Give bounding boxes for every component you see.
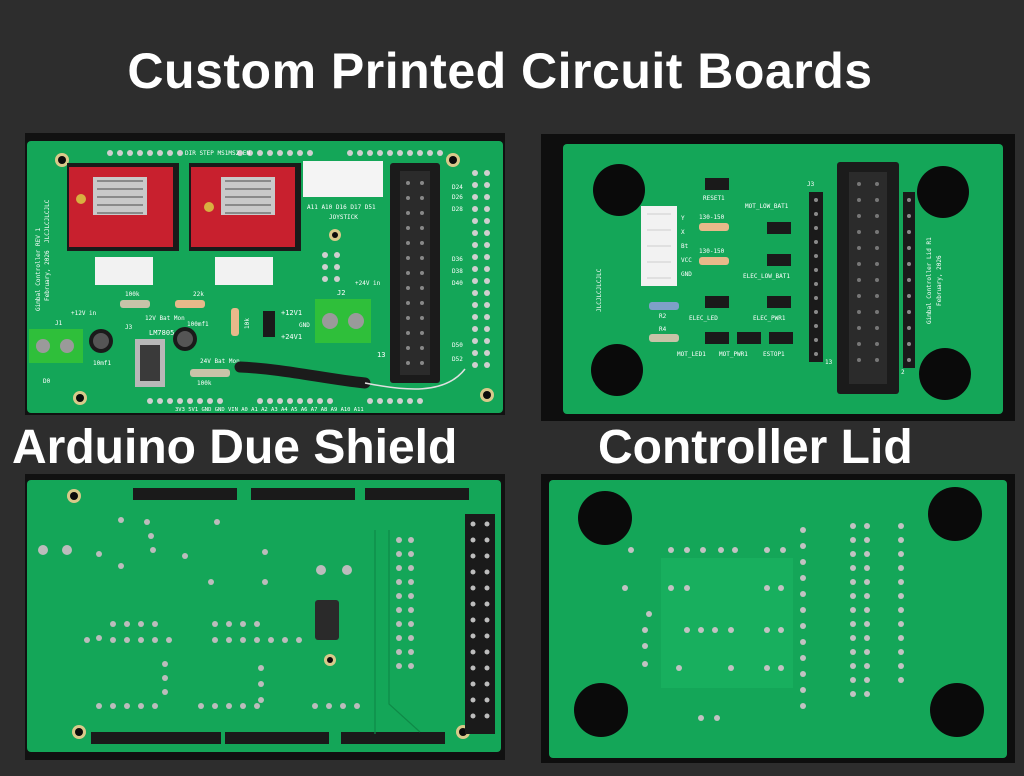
silk-d38: D38 [452,268,463,275]
silk-d0: D0 [43,378,51,385]
silk-gnd-lid: GND [681,271,692,278]
shield-bottom-pcb [27,480,501,752]
silk-elec-pwr: ELEC_PWR1 [753,315,786,322]
silk-gnd: GND [299,322,310,329]
silk-d36: D36 [452,256,463,263]
silk-22k: 22k [193,291,204,298]
shield-caption: Arduino Due Shield [12,421,458,474]
silk-100k-2: 100k [197,380,212,387]
silk-board-name: Gimbal Controller REV 1 [35,228,42,311]
silk-12v1: +12V1 [281,309,302,317]
silk-100k: 100k [125,291,140,298]
silk-mot-led: MOT_LED1 [677,351,706,358]
silk-13: 13 [377,351,385,359]
silk-d40: D40 [452,280,463,287]
silk-date: February, 2026 [44,250,51,301]
silk-jlc-lid: JLCJLCJLCJLC [596,268,603,312]
silk-d50: D50 [452,342,463,349]
silk-d52: D52 [452,356,463,363]
silk-x: X [681,229,685,236]
silk-24v-bat: 24V Bat Mon [200,358,240,365]
lid-top-photo: Y X Bt VCC GND JLCJLCJLCJLC 130-150 130-… [541,134,1015,421]
silk-bottom-pins: 3V3 5V1 GND GND VIN A0 A1 A2 A3 A4 A5 A6… [175,407,364,413]
silk-estop: ESTOP1 [763,351,785,358]
silk-reset: RESET1 [703,195,725,202]
silk-mot-low-bat: MOT_LOW_BAT1 [745,203,789,210]
silk-24v1: +24V1 [281,333,302,341]
silk-jlc: JLCJLCJLCJLC [44,199,51,243]
silk-dirstep-1: DIR STEP MS1MS2 EN [185,150,250,157]
silk-130-150-b: 130-150 [699,248,725,255]
shield-bottom-ic [315,600,339,640]
silk-24v-in: +24V in [355,280,381,287]
silk-10k: 10k [244,318,251,329]
silk-d24: D24 [452,184,463,191]
silk-d28: D28 [452,206,463,213]
silk-r2: R2 [659,313,667,320]
stepper-driver-2 [189,163,301,251]
silk-j3: J3 [125,324,133,331]
silk-j1: J1 [55,320,63,327]
page-title: Custom Printed Circuit Boards [127,43,873,99]
silk-vcc: VCC [681,257,692,264]
silk-lid-date: February, 2026 [936,255,943,306]
silk-d26: D26 [452,194,463,201]
silk-100mf: 100mf1 [187,321,209,328]
silk-elec-led: ELEC_LED [689,315,718,322]
lid-caption: Controller Lid [598,421,913,474]
stepper-driver-1 [67,163,179,251]
silk-2-lid: 2 [901,369,905,376]
silk-y: Y [681,215,685,222]
silk-r4: R4 [659,326,667,333]
silk-bt: Bt [681,243,689,250]
shield-top-photo: DIR STEP MS1MS2 EN A11 A10 D16 D17 D51 J… [25,133,505,415]
silk-elec-low-bat: ELEC_LOW_BAT1 [743,273,790,280]
silk-mot-pwr: MOT_PWR1 [719,351,748,358]
shield-bottom-photo [25,474,505,760]
silk-joy-pins: A11 A10 D16 D17 D51 [307,204,376,211]
silk-j2: J2 [337,289,345,297]
silk-130-150-a: 130-150 [699,214,725,221]
silk-joystick: JOYSTICK [329,214,358,221]
silk-lm7805: LM7805 [149,329,174,337]
silk-j3-lid: J3 [807,181,815,188]
lid-bottom-photo [541,474,1015,763]
silk-10mf: 10mf1 [93,360,111,367]
silk-13-lid: 13 [825,359,833,366]
silk-12v-in: +12V in [71,310,97,317]
silk-12v-bat: 12V Bat Mon [145,315,185,322]
silk-lid-name: Gimbal Controller Lid R1 [926,237,933,324]
